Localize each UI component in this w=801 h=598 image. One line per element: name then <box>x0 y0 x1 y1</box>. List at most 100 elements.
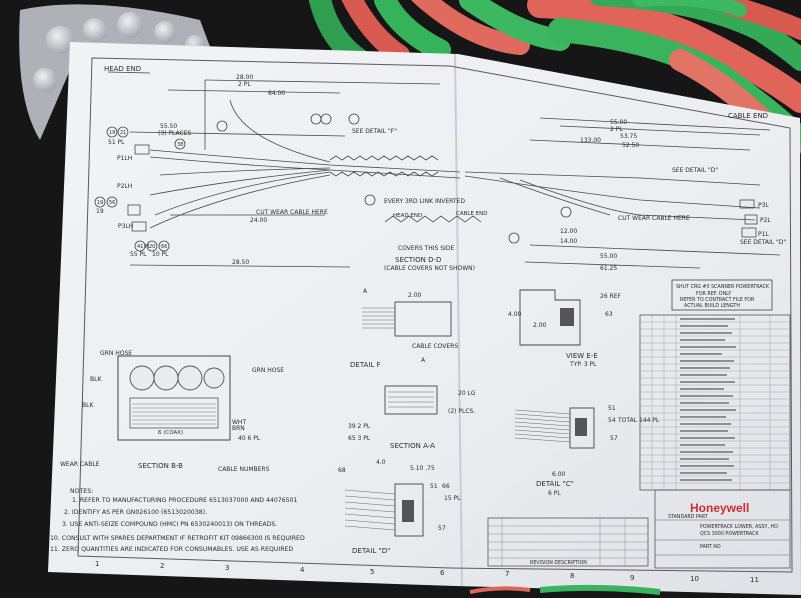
svg-text:20: 20 <box>149 244 155 250</box>
svg-text:SEE DETAIL "F": SEE DETAIL "F" <box>352 128 397 135</box>
svg-text:57: 57 <box>610 435 618 442</box>
svg-text:HEAD END: HEAD END <box>393 213 422 219</box>
svg-text:55.00: 55.00 <box>610 119 627 126</box>
svg-text:ACTUAL BUILD LENGTH: ACTUAL BUILD LENGTH <box>684 303 740 309</box>
section-bb: GRN HOSE GRN HOSE BLK BLK 6 (COAX) BRN W… <box>60 350 284 473</box>
svg-text:GRN HOSE: GRN HOSE <box>252 367 284 374</box>
svg-text:24.00: 24.00 <box>250 217 267 224</box>
balloon-numbers: 19 21 38 19 56 41 PL 20 66 <box>97 130 183 250</box>
note-11: 11. ZERO QUANTITIES ARE INDICATED FOR CO… <box>50 546 293 553</box>
svg-text:12.00: 12.00 <box>560 228 577 235</box>
svg-text:4.00: 4.00 <box>508 311 522 318</box>
svg-text:61.25: 61.25 <box>600 265 617 272</box>
svg-text:10: 10 <box>690 575 699 583</box>
svg-text:19: 19 <box>97 200 103 206</box>
svg-text:55 PL: 55 PL <box>130 251 147 258</box>
svg-text:SECTION A-A: SECTION A-A <box>390 442 435 450</box>
svg-text:BLK: BLK <box>90 376 102 383</box>
svg-text:P2LH: P2LH <box>117 183 132 190</box>
svg-text:A: A <box>363 288 368 295</box>
note-2: 2. IDENTIFY AS PER GN026100 (6513020038)… <box>64 509 207 516</box>
svg-text:55.50: 55.50 <box>160 123 177 130</box>
svg-text:28.00: 28.00 <box>236 74 253 81</box>
svg-text:P2L: P2L <box>760 217 771 224</box>
svg-text:41 PL: 41 PL <box>137 244 151 250</box>
head-end-drawing <box>107 71 461 268</box>
svg-text:DETAIL "C": DETAIL "C" <box>536 480 574 488</box>
svg-text:51: 51 <box>430 483 438 490</box>
svg-text:P3LH: P3LH <box>118 223 133 230</box>
svg-text:39 2 PL: 39 2 PL <box>348 423 371 430</box>
head-end-title: HEAD END <box>104 65 141 73</box>
grid-numbers: 1 2 3 4 5 6 7 8 9 10 11 <box>95 560 759 584</box>
svg-text:21: 21 <box>120 130 126 136</box>
svg-text:10 PL: 10 PL <box>152 251 169 258</box>
svg-text:40 6 PL: 40 6 PL <box>238 435 261 442</box>
svg-text:6: 6 <box>440 569 445 577</box>
svg-text:BRN: BRN <box>232 425 245 432</box>
drawing-border <box>77 57 793 573</box>
reference-note-box: SHUT CRG #3 SCANNER POWERTRACK FOR REF. … <box>671 279 773 311</box>
svg-text:15 PL: 15 PL <box>444 495 461 502</box>
svg-text:REVISION DESCRIPTION: REVISION DESCRIPTION <box>530 560 587 566</box>
svg-text:DETAIL F: DETAIL F <box>350 361 381 369</box>
revision-block: REVISION DESCRIPTION <box>487 517 649 567</box>
svg-text:CUT WEAR CABLE HERE: CUT WEAR CABLE HERE <box>618 215 690 222</box>
svg-text:53.75: 53.75 <box>620 133 637 140</box>
svg-text:4.0: 4.0 <box>376 459 386 466</box>
svg-text:52.50: 52.50 <box>622 142 639 149</box>
cable-end-drawing <box>464 117 781 269</box>
svg-text:65 3 PL: 65 3 PL <box>348 435 371 442</box>
svg-text:55.00: 55.00 <box>600 253 617 260</box>
cable-end-title: CABLE END <box>728 112 768 120</box>
svg-text:FOR REF. ONLY: FOR REF. ONLY <box>696 291 731 297</box>
svg-text:2.00: 2.00 <box>533 322 547 329</box>
svg-text:P1L: P1L <box>758 231 769 238</box>
svg-text:6.00: 6.00 <box>552 471 566 478</box>
svg-text:51 PL: 51 PL <box>108 139 125 146</box>
svg-text:8: 8 <box>570 572 574 580</box>
svg-text:CABLE NUMBERS: CABLE NUMBERS <box>218 466 270 473</box>
svg-text:57: 57 <box>438 525 446 532</box>
detail-c: DETAIL "C" 6 PL TOTAL 144 PL 6.00 51 54 … <box>514 405 660 497</box>
svg-text:1: 1 <box>95 560 99 568</box>
svg-text:TYP. 3 PL: TYP. 3 PL <box>569 361 597 368</box>
detail-f: DETAIL F CABLE COVERS 2.00 A A <box>350 288 458 369</box>
svg-text:A: A <box>421 357 426 364</box>
honeywell-logo: Honeywell <box>690 501 749 515</box>
svg-text:20 LG: 20 LG <box>458 390 476 397</box>
svg-text:QCS 3000 POWERTRACK: QCS 3000 POWERTRACK <box>700 531 759 537</box>
svg-text:63: 63 <box>605 311 613 318</box>
svg-text:CABLE COVERS: CABLE COVERS <box>412 343 458 350</box>
svg-text:38: 38 <box>177 142 183 148</box>
svg-text:9: 9 <box>630 574 634 582</box>
svg-text:WEAR CABLE: WEAR CABLE <box>60 461 100 468</box>
sheet-fold <box>454 53 463 587</box>
note-3: 3. USE ANTI-SEIZE COMPOUND (HMCI PN 6530… <box>62 521 277 528</box>
svg-text:26 REF: 26 REF <box>600 293 622 300</box>
svg-text:7: 7 <box>505 570 509 578</box>
svg-text:2 PL: 2 PL <box>238 81 251 88</box>
svg-text:(CABLE COVERS NOT SHOWN): (CABLE COVERS NOT SHOWN) <box>384 265 475 272</box>
svg-text:5: 5 <box>370 568 374 576</box>
svg-text:19: 19 <box>109 130 115 136</box>
svg-text:SEE DETAIL "D": SEE DETAIL "D" <box>740 239 786 246</box>
svg-text:2: 2 <box>160 562 164 570</box>
svg-text:(2) PLCS.: (2) PLCS. <box>448 408 475 415</box>
svg-text:P3L: P3L <box>758 202 769 209</box>
view-ee: VIEW E-E TYP. 3 PL 4.00 2.00 26 REF 63 <box>508 289 622 368</box>
svg-text:56: 56 <box>109 200 115 206</box>
drawing-notes: NOTES: 1. REFER TO MANUFACTURING PROCEDU… <box>50 488 305 553</box>
section-dd: EVERY 3RD LINK INVERTED HEAD END CABLE E… <box>384 198 488 272</box>
svg-text:DETAIL "D": DETAIL "D" <box>352 547 390 555</box>
section-aa: SECTION A-A (2) PLCS. 20 LG 39 2 PL 65 3… <box>348 385 476 450</box>
svg-text:POWERTRACK LOWER, ASSY, HO: POWERTRACK LOWER, ASSY, HO <box>700 524 778 530</box>
svg-text:SHUT CRG #3 SCANNER POWERTRACK: SHUT CRG #3 SCANNER POWERTRACK <box>676 284 770 290</box>
svg-text:19: 19 <box>96 208 104 215</box>
svg-text:EVERY 3RD LINK INVERTED: EVERY 3RD LINK INVERTED <box>384 198 465 205</box>
svg-text:11: 11 <box>750 576 759 584</box>
note-1: 1. REFER TO MANUFACTURING PROCEDURE 6513… <box>72 497 297 504</box>
cable-end-labels: CABLE END 55.00 2 PL 53.75 52.50 133.00 … <box>560 112 786 272</box>
